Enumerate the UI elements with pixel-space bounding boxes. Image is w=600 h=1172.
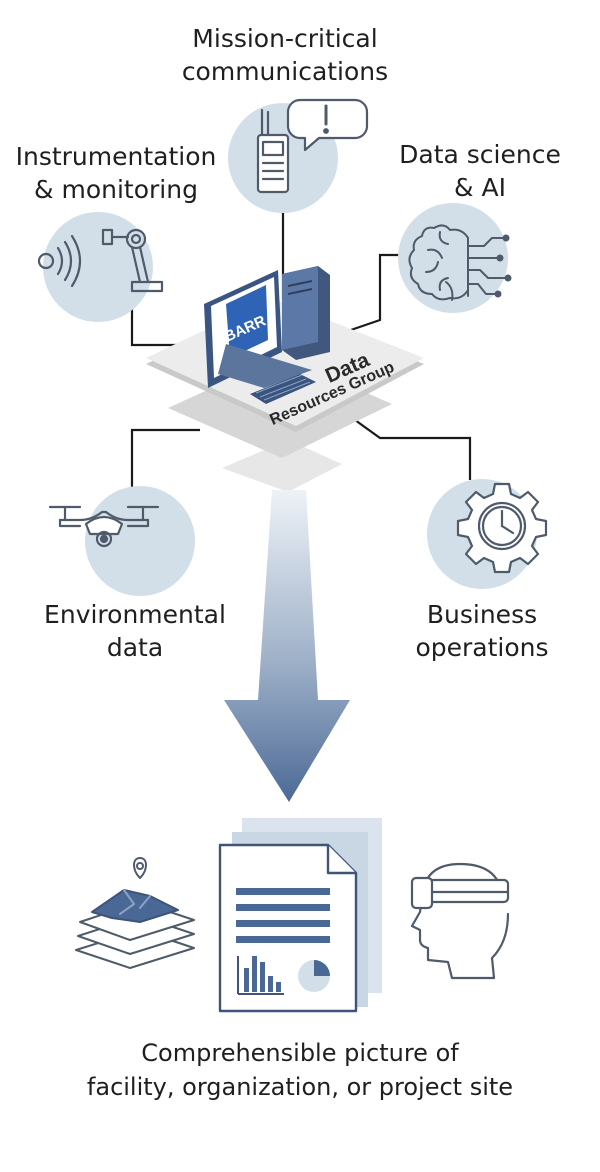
connector-business xyxy=(354,419,472,480)
map-layers-pin-icon xyxy=(75,857,195,969)
gear-clock-icon xyxy=(456,482,548,574)
label-business: Business operations xyxy=(392,598,572,664)
connector-datascience xyxy=(344,253,400,334)
label-data-science: Data science & AI xyxy=(390,138,570,204)
label-instrumentation-line1: Instrumentation xyxy=(15,142,217,171)
circle-instrumentation xyxy=(43,212,153,322)
label-environmental-line1: Environmental xyxy=(44,600,226,629)
label-environmental: Environmental data xyxy=(30,598,240,664)
label-datascience-line2: & AI xyxy=(454,173,506,202)
caption-line1: Comprehensible picture of xyxy=(141,1039,459,1067)
handheld-radio-alert-icon xyxy=(256,98,369,194)
computer-workstation-icon xyxy=(204,266,330,404)
label-mission-critical: Mission-critical communications xyxy=(180,22,390,88)
vr-headset-icon xyxy=(410,862,510,980)
bottom-caption: Comprehensible picture of facility, orga… xyxy=(0,1036,600,1104)
report-document-icon xyxy=(218,818,382,1013)
label-business-line2: operations xyxy=(415,633,549,662)
label-environmental-line2: data xyxy=(106,633,164,662)
sensor-robot-arm-icon xyxy=(37,228,164,293)
circle-environmental xyxy=(85,486,195,596)
connector-environmental xyxy=(130,428,200,490)
label-mission-line2: communications xyxy=(181,57,389,86)
caption-line2: facility, organization, or project site xyxy=(86,1073,514,1101)
label-instrumentation-line2: & monitoring xyxy=(34,175,198,204)
label-mission-line1: Mission-critical xyxy=(192,24,378,53)
downward-arrow xyxy=(224,490,350,802)
label-datascience-line1: Data science xyxy=(399,140,561,169)
drone-icon xyxy=(48,505,160,548)
brain-circuit-icon xyxy=(408,224,512,301)
label-business-line1: Business xyxy=(426,600,538,629)
label-instrumentation: Instrumentation & monitoring xyxy=(6,140,226,206)
